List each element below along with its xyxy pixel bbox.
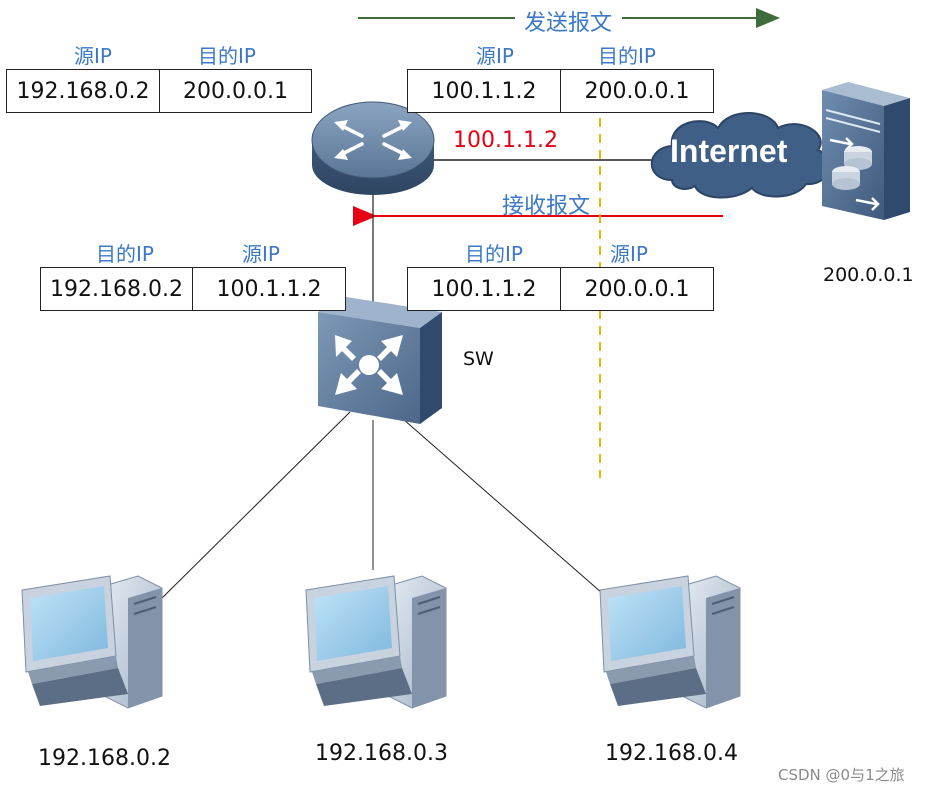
receive-arrow-label: 接收报文 xyxy=(502,194,591,219)
server-ip-label: 200.0.0.1 xyxy=(823,264,914,286)
cell-destination-ip: 200.0.0.1 xyxy=(159,69,312,113)
send-arrow-label: 发送报文 xyxy=(522,5,615,37)
cell-destination-ip: 192.168.0.2 xyxy=(40,267,193,311)
header-source-ip: 源IP xyxy=(610,242,648,266)
pc-icon-1 xyxy=(21,575,163,709)
watermark: CSDN @0与1之旅 xyxy=(778,766,905,784)
cell-source-ip: 100.1.1.2 xyxy=(407,69,561,113)
cell-destination-ip: 100.1.1.2 xyxy=(407,267,561,311)
header-destination-ip: 目的IP xyxy=(598,44,656,68)
header-source-ip: 源IP xyxy=(242,242,280,266)
pc-icon-2 xyxy=(305,575,447,709)
header-source-ip: 源IP xyxy=(476,44,514,68)
cell-source-ip: 192.168.0.2 xyxy=(6,69,160,113)
host-ip-label-2: 192.168.0.3 xyxy=(315,741,448,766)
host-ip-label-3: 192.168.0.4 xyxy=(605,741,738,766)
router-wan-ip: 100.1.1.2 xyxy=(453,128,558,153)
header-destination-ip: 目的IP xyxy=(96,242,154,266)
internet-cloud-icon xyxy=(650,112,831,199)
cell-source-ip: 100.1.1.2 xyxy=(192,267,346,311)
header-source-ip: 源IP xyxy=(74,44,112,68)
switch-host3-link xyxy=(394,411,611,601)
cell-destination-ip: 200.0.0.1 xyxy=(560,69,714,113)
server-icon xyxy=(822,82,910,220)
pc-icon-3 xyxy=(599,575,741,709)
switch-icon xyxy=(318,296,442,424)
switch-label: SW xyxy=(463,348,494,370)
internet-label: Internet xyxy=(670,133,788,169)
host-ip-label-1: 192.168.0.2 xyxy=(38,746,171,771)
switch-host1-link xyxy=(159,411,351,601)
cell-source-ip: 200.0.0.1 xyxy=(560,267,714,311)
header-destination-ip: 目的IP xyxy=(198,44,256,68)
router-icon xyxy=(311,101,435,195)
header-destination-ip: 目的IP xyxy=(465,242,523,266)
